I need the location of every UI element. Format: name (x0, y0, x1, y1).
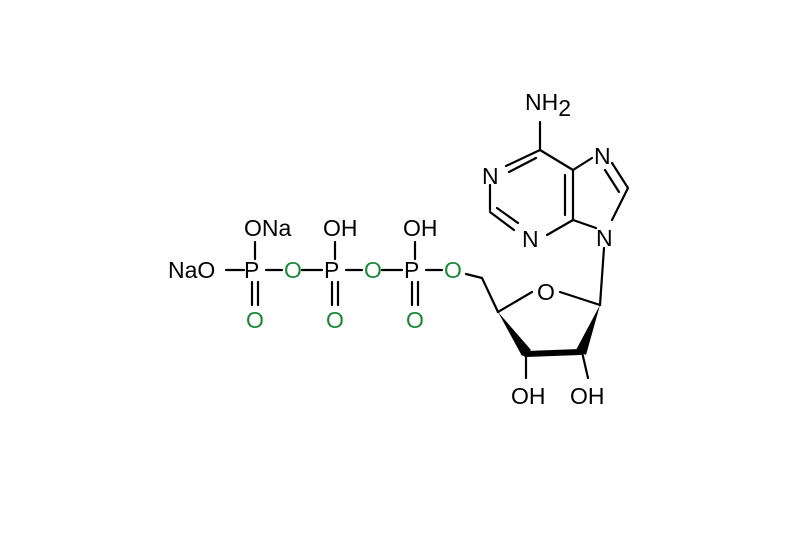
adenine-bonds (488, 120, 630, 237)
atom-ring-oxygen: O (537, 279, 555, 305)
atom-oxo-gamma: O (406, 307, 424, 333)
atom-nao: NaO (168, 257, 215, 283)
amine-nh: NH (525, 89, 558, 115)
atom-oxo-beta: O (326, 307, 344, 333)
atom-n7: N (594, 143, 611, 169)
amine-label: NH2 (525, 89, 571, 121)
atom-oh-beta: OH (323, 215, 358, 241)
atom-o5prime: O (444, 257, 462, 283)
phosphate-bonds (224, 240, 444, 307)
ribose-bonds (464, 246, 606, 380)
atom-oxo-alpha: O (246, 307, 264, 333)
atom-oh-3prime: OH (511, 383, 546, 409)
atom-oh-2prime: OH (570, 383, 605, 409)
atom-n1: N (482, 163, 499, 189)
atom-n3: N (522, 226, 539, 252)
wedge-c1-c2 (576, 305, 600, 355)
atom-p-gamma: P (404, 257, 419, 283)
amine-subscript: 2 (558, 95, 571, 121)
atom-p-beta: P (324, 257, 339, 283)
atom-n9: N (596, 225, 613, 251)
atom-p-alpha: P (244, 257, 259, 283)
atom-oh-alpha: OH (403, 215, 438, 241)
wedge-c4-c3 (498, 312, 531, 356)
atom-bridge-o-1: O (284, 257, 302, 283)
atom-bridge-o-2: O (364, 257, 382, 283)
atom-ona: ONa (244, 215, 292, 241)
